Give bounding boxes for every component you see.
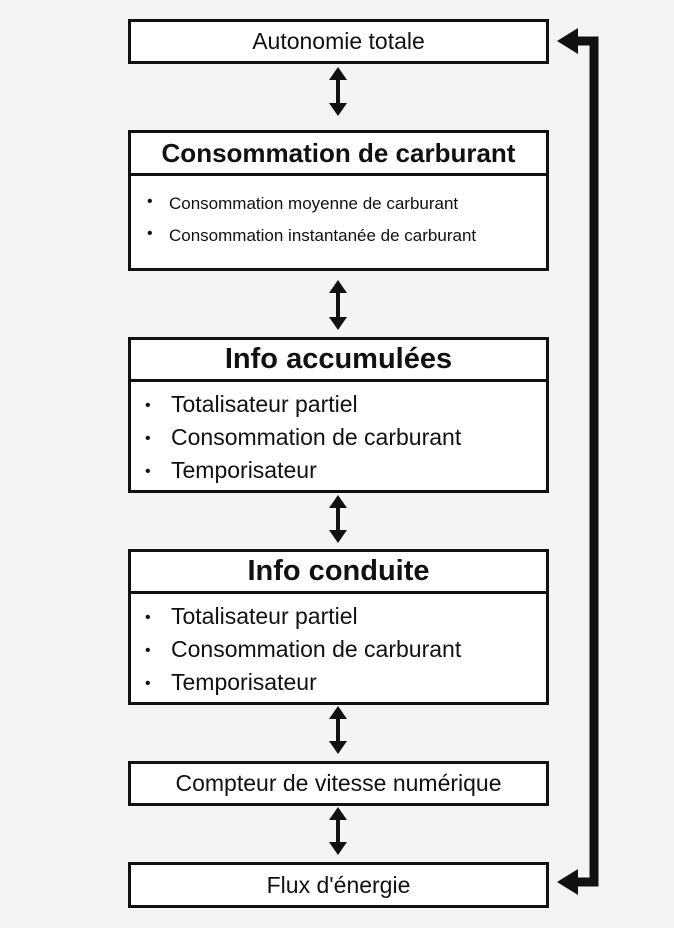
bullet-icon: • xyxy=(145,609,151,626)
accumulated-info-title: Info accumulées xyxy=(131,340,546,382)
bullet-icon: • xyxy=(145,642,151,659)
fuel-consumption-list: •Consommation moyenne de carburant •Cons… xyxy=(131,176,546,258)
list-item: •Consommation instantanée de carburant xyxy=(147,225,477,245)
bullet-icon: • xyxy=(147,225,153,242)
double-arrow-icon xyxy=(329,807,347,855)
driving-info-list: •Totalisateur partiel •Consommation de c… xyxy=(131,594,546,701)
bullet-icon: • xyxy=(145,397,151,414)
range-label: Autonomie totale xyxy=(252,28,425,54)
energy-flow-label: Flux d'énergie xyxy=(266,871,411,898)
bullet-icon: • xyxy=(145,675,151,692)
speedometer-label: Compteur de vitesse numérique xyxy=(175,770,502,796)
fuel-consumption-title: Consommation de carburant xyxy=(131,133,546,176)
double-arrow-icon xyxy=(329,706,347,754)
driving-info-box: Info conduite •Totalisateur partiel •Con… xyxy=(128,549,549,705)
bullet-icon: • xyxy=(145,463,151,480)
list-item: •Totalisateur partiel xyxy=(145,602,546,635)
driving-info-title: Info conduite xyxy=(131,552,546,594)
list-item: •Consommation moyenne de carburant xyxy=(147,193,459,213)
loop-arrow-icon xyxy=(557,28,599,895)
energy-flow-box: Flux d'énergie xyxy=(128,862,549,908)
double-arrow-icon xyxy=(329,280,347,330)
speedometer-box: Compteur de vitesse numérique xyxy=(128,761,549,806)
fuel-consumption-box: Consommation de carburant •Consommation … xyxy=(128,130,549,271)
bullet-icon: • xyxy=(147,193,153,210)
range-box: Autonomie totale xyxy=(128,19,549,64)
accumulated-info-list: •Totalisateur partiel •Consommation de c… xyxy=(131,382,546,489)
bullet-icon: • xyxy=(145,430,151,447)
list-item: •Totalisateur partiel xyxy=(145,390,546,423)
list-item: •Consommation de carburant xyxy=(145,635,546,668)
list-item: •Temporisateur xyxy=(145,456,546,489)
list-item: •Consommation de carburant xyxy=(145,423,546,456)
list-item: •Temporisateur xyxy=(145,668,546,701)
double-arrow-icon xyxy=(329,67,347,116)
double-arrow-icon xyxy=(329,495,347,543)
accumulated-info-box: Info accumulées •Totalisateur partiel •C… xyxy=(128,337,549,493)
